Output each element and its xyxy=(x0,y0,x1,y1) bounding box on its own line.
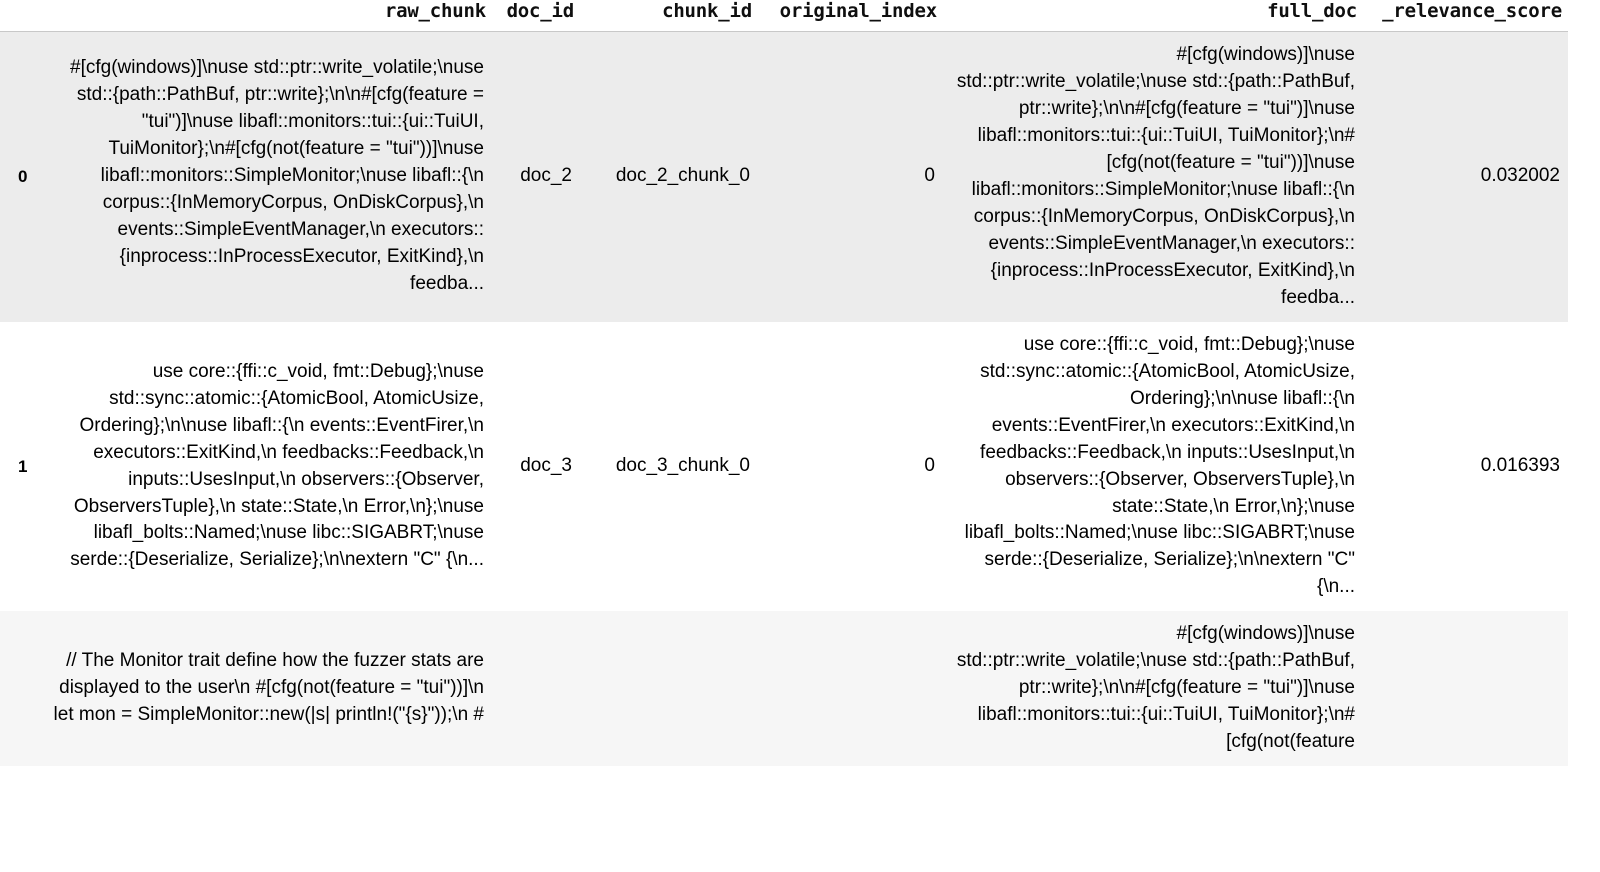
cell-full-doc: #[cfg(windows)]\nuse std::ptr::write_vol… xyxy=(943,31,1363,322)
cell-original-index: 0 xyxy=(758,31,943,322)
row-index-label xyxy=(0,611,40,767)
cell-original-index xyxy=(758,611,943,767)
cell-chunk-id: doc_2_chunk_0 xyxy=(580,31,758,322)
cell-chunk-id: doc_3_chunk_0 xyxy=(580,321,758,612)
cell-full-doc: use core::{ffi::c_void, fmt::Debug};\nus… xyxy=(943,321,1363,612)
column-header-full-doc[interactable]: full_doc xyxy=(943,0,1363,32)
header-row: raw_chunk doc_id chunk_id original_index… xyxy=(0,0,1568,32)
table-row: 0 #[cfg(windows)]\nuse std::ptr::write_v… xyxy=(0,31,1568,322)
cell-raw-chunk: // The Monitor trait define how the fuzz… xyxy=(40,611,492,767)
column-header-doc-id[interactable]: doc_id xyxy=(492,0,580,32)
cell-doc-id: doc_3 xyxy=(492,321,580,612)
results-dataframe-table: raw_chunk doc_id chunk_id original_index… xyxy=(0,0,1568,767)
index-header-blank xyxy=(0,0,40,32)
cell-relevance-score: 0.016393 xyxy=(1363,321,1568,612)
column-header-raw-chunk[interactable]: raw_chunk xyxy=(40,0,492,32)
cell-chunk-id xyxy=(580,611,758,767)
table-body: 0 #[cfg(windows)]\nuse std::ptr::write_v… xyxy=(0,31,1568,767)
cell-relevance-score xyxy=(1363,611,1568,767)
row-index-label: 1 xyxy=(0,321,40,612)
table-row: // The Monitor trait define how the fuzz… xyxy=(0,611,1568,767)
row-index-label: 0 xyxy=(0,31,40,322)
table-header: raw_chunk doc_id chunk_id original_index… xyxy=(0,0,1568,32)
cell-raw-chunk: #[cfg(windows)]\nuse std::ptr::write_vol… xyxy=(40,31,492,322)
cell-doc-id: doc_2 xyxy=(492,31,580,322)
cell-raw-chunk: use core::{ffi::c_void, fmt::Debug};\nus… xyxy=(40,321,492,612)
cell-original-index: 0 xyxy=(758,321,943,612)
dataframe-container: raw_chunk doc_id chunk_id original_index… xyxy=(0,0,1568,767)
column-header-original-index[interactable]: original_index xyxy=(758,0,943,32)
column-header-chunk-id[interactable]: chunk_id xyxy=(580,0,758,32)
cell-doc-id xyxy=(492,611,580,767)
cell-full-doc: #[cfg(windows)]\nuse std::ptr::write_vol… xyxy=(943,611,1363,767)
column-header-relevance-score[interactable]: _relevance_score xyxy=(1363,0,1568,32)
cell-relevance-score: 0.032002 xyxy=(1363,31,1568,322)
table-row: 1 use core::{ffi::c_void, fmt::Debug};\n… xyxy=(0,321,1568,612)
